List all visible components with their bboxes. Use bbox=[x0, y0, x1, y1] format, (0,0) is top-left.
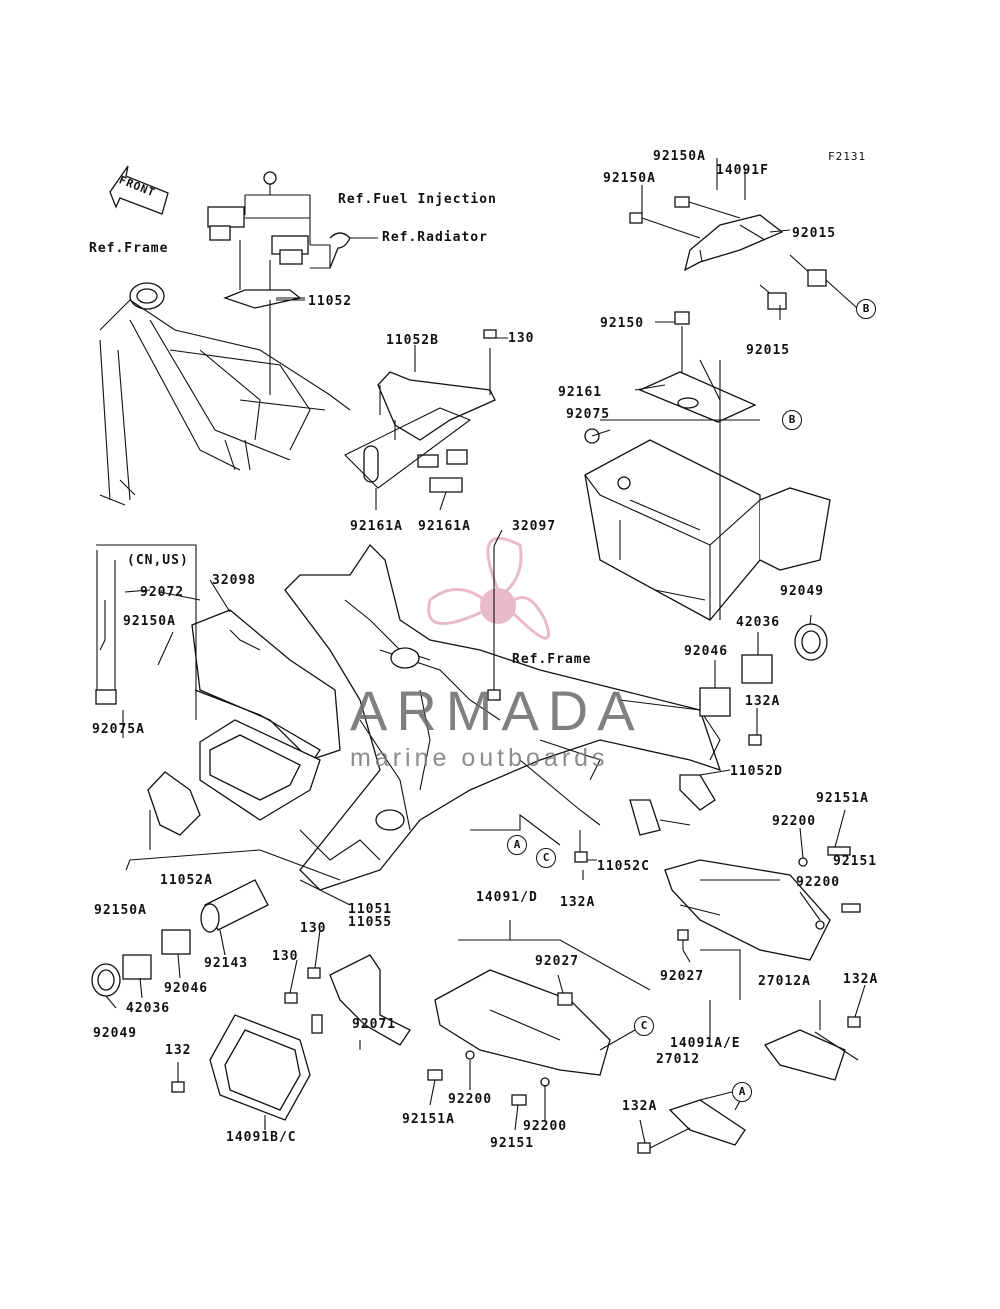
part-92150: 92150 bbox=[600, 316, 645, 331]
part-27012a: 27012A bbox=[758, 974, 811, 989]
part-130-top: 130 bbox=[508, 331, 535, 346]
part-92151a-bottom: 92151A bbox=[402, 1112, 455, 1127]
bushings-right bbox=[699, 623, 828, 746]
part-92200-r1: 92200 bbox=[772, 814, 817, 829]
guard-14091bc bbox=[171, 1014, 323, 1130]
part-11052: 11052 bbox=[308, 294, 353, 309]
bracket-a-bottom bbox=[637, 1089, 746, 1154]
ref-radiator: Ref.Radiator bbox=[382, 230, 488, 245]
callout-a-right: A bbox=[732, 1082, 752, 1102]
part-92046-left: 92046 bbox=[164, 981, 209, 996]
battery-box bbox=[584, 311, 831, 621]
ref-frame-top: Ref.Frame bbox=[89, 241, 169, 256]
part-92015-b: 92015 bbox=[746, 343, 791, 358]
part-11055: 11055 bbox=[348, 915, 393, 930]
part-132a-far-right: 132A bbox=[843, 972, 879, 987]
part-92143: 92143 bbox=[204, 956, 249, 971]
bushings-left bbox=[91, 879, 269, 997]
callout-b-top: B bbox=[856, 299, 876, 319]
part-92027-right: 92027 bbox=[660, 969, 705, 984]
part-32098: 32098 bbox=[212, 573, 257, 588]
part-132a-right: 132A bbox=[745, 694, 781, 709]
bracket-27012 bbox=[763, 1016, 861, 1081]
part-14091f: 14091F bbox=[716, 163, 769, 178]
main-frame bbox=[284, 543, 722, 891]
side-cover-right bbox=[664, 846, 861, 961]
air-box bbox=[191, 609, 341, 821]
part-92150a-top: 92150A bbox=[653, 149, 706, 164]
watermark-subtitle: marine outboards bbox=[350, 744, 609, 772]
cover-top-right bbox=[629, 196, 858, 310]
ref-fuel-injection: Ref.Fuel Injection bbox=[338, 192, 497, 207]
part-92151-bottom: 92151 bbox=[490, 1136, 535, 1151]
side-cover-center bbox=[427, 920, 651, 1106]
part-92151-right: 92151 bbox=[833, 854, 878, 869]
market-note: (CN,US) bbox=[127, 553, 189, 568]
part-11052d: 11052D bbox=[730, 764, 783, 779]
watermark-logo-icon bbox=[427, 536, 550, 640]
front-arrow-icon bbox=[109, 165, 169, 215]
part-11052c: 11052C bbox=[597, 859, 650, 874]
part-14091bc: 14091B/C bbox=[226, 1130, 297, 1145]
watermark-title: ARMADA bbox=[350, 679, 644, 742]
callout-b-box: B bbox=[782, 410, 802, 430]
part-130-b1: 130 bbox=[300, 921, 327, 936]
part-132a-bottom-right: 132A bbox=[622, 1099, 658, 1114]
part-132a-center: 132A bbox=[560, 895, 596, 910]
part-92071: 92071 bbox=[352, 1017, 397, 1032]
part-92200-b2: 92200 bbox=[523, 1119, 568, 1134]
part-11051: 11051 bbox=[348, 902, 393, 917]
leader-lines bbox=[105, 158, 866, 1144]
sensor-assembly bbox=[207, 171, 378, 395]
part-11052b: 11052B bbox=[386, 333, 439, 348]
part-27012: 27012 bbox=[656, 1052, 701, 1067]
part-92075: 92075 bbox=[566, 407, 611, 422]
part-92161a-1: 92161A bbox=[350, 519, 403, 534]
part-92049-left: 92049 bbox=[93, 1026, 138, 1041]
callout-c-center: C bbox=[536, 848, 556, 868]
part-92151a-right: 92151A bbox=[816, 791, 869, 806]
part-92049-right: 92049 bbox=[780, 584, 825, 599]
part-130-b2: 130 bbox=[272, 949, 299, 964]
ref-frame-outline bbox=[99, 282, 351, 506]
part-11052a: 11052A bbox=[160, 873, 213, 888]
part-92150a-left: 92150A bbox=[603, 171, 656, 186]
bracket-11052b bbox=[344, 329, 497, 493]
part-92200-r2: 92200 bbox=[796, 875, 841, 890]
part-32097: 32097 bbox=[512, 519, 557, 534]
part-92161a-2: 92161A bbox=[418, 519, 471, 534]
figure-code: F2131 bbox=[828, 150, 867, 163]
part-92150a-mid: 92150A bbox=[123, 614, 176, 629]
part-92075a: 92075A bbox=[92, 722, 145, 737]
part-92015-a: 92015 bbox=[792, 226, 837, 241]
part-132: 132 bbox=[165, 1043, 192, 1058]
part-92072: 92072 bbox=[140, 585, 185, 600]
part-92046-right: 92046 bbox=[684, 644, 729, 659]
part-92150a-bottom-left: 92150A bbox=[94, 903, 147, 918]
bracket-11052d-c bbox=[574, 774, 716, 863]
bracket-11052a bbox=[129, 771, 261, 861]
part-14091ae: 14091A/E bbox=[670, 1036, 741, 1051]
part-42036-right: 42036 bbox=[736, 615, 781, 630]
part-92027-center: 92027 bbox=[535, 954, 580, 969]
part-14091d: 14091/D bbox=[476, 890, 538, 905]
part-42036-left: 42036 bbox=[126, 1001, 171, 1016]
bracket-92071 bbox=[284, 954, 411, 1046]
ref-frame-center: Ref.Frame bbox=[512, 652, 592, 667]
callout-a-center: A bbox=[507, 835, 527, 855]
part-92161: 92161 bbox=[558, 385, 603, 400]
part-92200-b1: 92200 bbox=[448, 1092, 493, 1107]
strap-92072 bbox=[95, 544, 197, 720]
callout-c-right: C bbox=[634, 1016, 654, 1036]
